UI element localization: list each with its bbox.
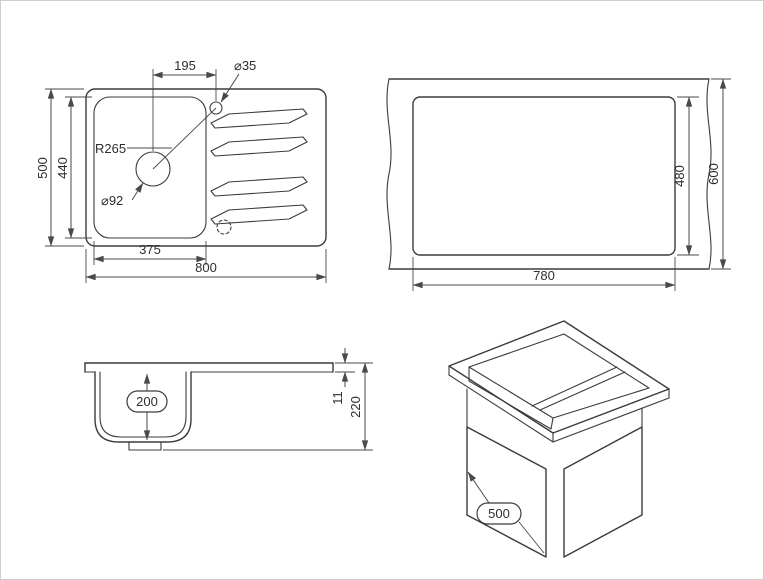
dim-tap-hole-label: ⌀35 — [234, 58, 256, 73]
dim-inner-depth-label: 440 — [55, 157, 70, 179]
break-line-right — [706, 78, 712, 270]
top-view-dimension-lines — [45, 69, 327, 283]
cabinet-width-leader-tail — [518, 521, 545, 554]
dim-outer-width-label: 800 — [195, 260, 217, 275]
iso-bowl-depth-lines — [468, 366, 554, 430]
drain-stub — [128, 441, 162, 451]
drain-leader — [131, 182, 144, 201]
cabinet-width-leader — [467, 471, 490, 504]
isometric-view: 500 — [448, 320, 670, 558]
cutout-dimension-lines — [412, 78, 731, 291]
side-section-view: 200 11 220 — [84, 348, 373, 451]
optional-hole-circle — [216, 219, 232, 235]
dim-radius-label: R265 — [95, 141, 126, 156]
break-line-left — [386, 78, 392, 270]
drain-hole-circle — [135, 151, 171, 187]
iso-divider-line — [531, 366, 618, 407]
bowl-depth-bubble — [126, 390, 168, 413]
dim-drain-label: ⌀92 — [101, 193, 123, 208]
iso-right-panel — [563, 426, 643, 558]
bowl-outer-wall — [94, 371, 192, 443]
tap-hole-leader — [220, 73, 240, 103]
dim-rim-height-label: 11 — [330, 391, 345, 405]
dim-cutout-width-label: 780 — [533, 268, 555, 283]
cutout-view: 480 600 780 — [386, 78, 731, 291]
dim-cabinet-width-label: 500 — [488, 506, 510, 521]
cabinet-width-bubble — [476, 502, 522, 525]
iso-rim-inner — [468, 333, 650, 419]
dim-total-height-label: 220 — [348, 396, 363, 418]
iso-rim-lower-outline — [448, 374, 670, 443]
drainboard-ridge — [210, 176, 308, 197]
dim-outer-depth-label: 500 — [35, 157, 50, 179]
cutout-outline — [412, 96, 676, 256]
radius-leader-line — [152, 107, 217, 170]
drainboard-ridges — [210, 108, 308, 225]
iso-divider-line — [539, 371, 626, 411]
dim-bowl-depth-label: 200 — [136, 394, 158, 409]
dim-cutout-height-label: 480 — [672, 165, 687, 187]
bowl-inner-wall — [99, 371, 187, 438]
tap-hole-circle — [209, 101, 223, 115]
drainboard-ridge — [210, 108, 308, 129]
iso-left-panel — [466, 426, 547, 558]
drainboard-ridge — [210, 204, 308, 225]
drainboard-ridge — [210, 136, 308, 157]
dim-bowl-width-label: 375 — [139, 242, 161, 257]
sink-bowl-outline — [93, 96, 207, 239]
sink-top-view: 195 ⌀35 500 440 R265 ⌀92 375 800 — [35, 58, 327, 283]
dim-tap-offset-label: 195 — [174, 58, 196, 73]
dim-counter-depth-label: 600 — [706, 163, 721, 185]
